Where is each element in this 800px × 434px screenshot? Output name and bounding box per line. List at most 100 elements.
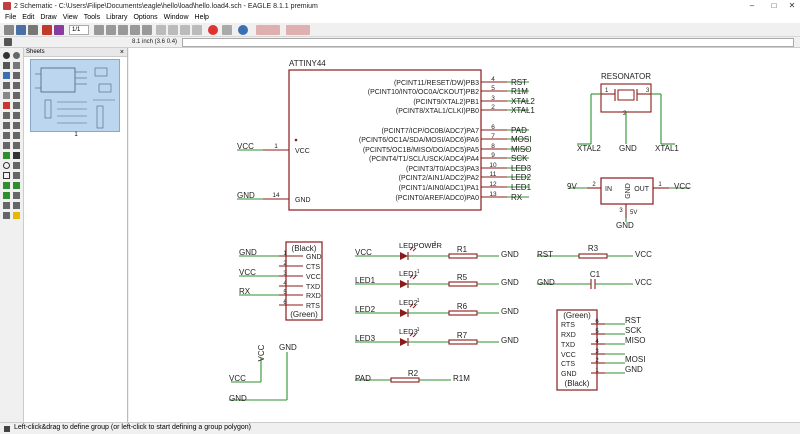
ftdi-pin-number: 5 xyxy=(283,290,287,296)
attiny-pin-label: GND xyxy=(295,197,311,204)
menu-file[interactable]: File xyxy=(5,14,17,21)
attribute-icon[interactable] xyxy=(3,202,10,209)
zoom-in-icon[interactable] xyxy=(106,25,116,35)
fusion-icon[interactable] xyxy=(286,25,310,35)
execute-icon[interactable] xyxy=(222,25,232,35)
ftdi-bottom-label: (Green) xyxy=(290,310,318,319)
zoom-select-icon[interactable] xyxy=(130,25,140,35)
wire-icon[interactable] xyxy=(3,152,10,159)
copy-icon[interactable] xyxy=(13,72,20,79)
vcc-symbol-label: VCC xyxy=(257,344,266,361)
info-icon[interactable] xyxy=(3,52,10,59)
smash-icon[interactable] xyxy=(3,132,10,139)
close-button[interactable]: ✕ xyxy=(788,1,796,10)
isp-top-label: (Green) xyxy=(563,311,591,320)
pinswap-icon[interactable] xyxy=(3,112,10,119)
minimize-button[interactable]: – xyxy=(749,1,755,10)
move-icon[interactable] xyxy=(3,72,10,79)
led-diode-symbol xyxy=(400,252,408,260)
sheets-close-button[interactable]: × xyxy=(119,49,124,56)
menu-help[interactable]: Help xyxy=(194,14,209,21)
net-label-rst: RST xyxy=(511,78,527,87)
name-icon[interactable] xyxy=(3,122,10,129)
attiny-pin-label: (PCINT8/XTAL1/CLKI)PB0 xyxy=(396,108,479,115)
attiny-pin-label: (PCINT3/T0/ADC3)PA3 xyxy=(406,166,479,173)
mirror-icon[interactable] xyxy=(3,82,10,89)
print-icon[interactable] xyxy=(28,25,38,35)
attiny-pin-label: (PCINT7/ICP/OC0B/ADC7)PA7 xyxy=(381,128,479,135)
net-label-gnd: GND xyxy=(501,278,519,287)
miter-icon[interactable] xyxy=(13,132,20,139)
help-icon[interactable] xyxy=(238,25,248,35)
show-icon[interactable] xyxy=(13,52,20,59)
ftdi-pin-label: RXD xyxy=(306,293,321,300)
circle-icon[interactable] xyxy=(3,162,10,169)
go-icon[interactable] xyxy=(192,25,202,35)
zoom-fit-icon[interactable] xyxy=(94,25,104,35)
attiny-pin-label: (PCINT2/AIN1/ADC2)PA2 xyxy=(399,175,479,182)
menu-view[interactable]: View xyxy=(62,14,78,21)
net-icon[interactable] xyxy=(13,182,20,189)
menu-tools[interactable]: Tools xyxy=(83,14,101,21)
cam-icon[interactable] xyxy=(54,25,64,35)
display-icon[interactable] xyxy=(3,62,10,69)
menu-window[interactable]: Window xyxy=(163,14,189,21)
board-icon[interactable] xyxy=(42,25,52,35)
menu-draw[interactable]: Draw xyxy=(40,14,57,21)
led-name: LED2 xyxy=(399,298,418,307)
menu-edit[interactable]: Edit xyxy=(22,14,35,21)
dimension-icon[interactable] xyxy=(13,202,20,209)
errors-icon[interactable] xyxy=(13,212,20,219)
grid-icon[interactable] xyxy=(4,38,12,46)
bus-icon[interactable] xyxy=(3,182,10,189)
isp-pin-number: 4 xyxy=(595,339,599,345)
add-icon[interactable] xyxy=(13,102,20,109)
rect-icon[interactable] xyxy=(3,172,10,179)
group-icon[interactable] xyxy=(3,92,10,99)
open-icon[interactable] xyxy=(4,25,14,35)
stop-icon[interactable] xyxy=(180,25,190,35)
net-label-r1m: R1M xyxy=(511,87,528,96)
arc-icon[interactable] xyxy=(13,162,20,169)
text-icon[interactable] xyxy=(13,152,20,159)
design-link-icon[interactable] xyxy=(256,25,280,35)
command-input[interactable] xyxy=(182,38,794,47)
delete-icon[interactable] xyxy=(3,102,10,109)
attiny-pin-label: (PCINT9/XTAL2)PB1 xyxy=(413,99,479,106)
undo-icon[interactable] xyxy=(156,25,166,35)
cancel-icon[interactable] xyxy=(208,25,218,35)
ftdi-top-label: (Black) xyxy=(292,244,317,253)
net-label-led2: LED2 xyxy=(355,305,376,314)
mark-icon[interactable] xyxy=(13,62,20,69)
rotate-icon[interactable] xyxy=(13,82,20,89)
redraw-icon[interactable] xyxy=(142,25,152,35)
regulator-pin-number: 1 xyxy=(658,182,662,188)
net-label-r1m: R1M xyxy=(453,374,470,383)
sheet-select[interactable]: 1/1 xyxy=(69,25,89,35)
sheet-thumbnail[interactable] xyxy=(30,59,120,132)
split-icon[interactable] xyxy=(3,142,10,149)
sheet-number: 1 xyxy=(74,132,78,138)
isp-pin-number: 1 xyxy=(595,368,599,374)
value-icon[interactable] xyxy=(13,122,20,129)
ftdi-pin-number: 3 xyxy=(283,271,287,277)
net-label-led1: LED1 xyxy=(511,183,532,192)
change-icon[interactable] xyxy=(13,92,20,99)
zoom-out-icon[interactable] xyxy=(118,25,128,35)
led-superscript: 1 xyxy=(417,269,420,275)
invoke-icon[interactable] xyxy=(13,142,20,149)
junction-icon[interactable] xyxy=(3,192,10,199)
label-icon[interactable] xyxy=(13,192,20,199)
redo-icon[interactable] xyxy=(168,25,178,35)
net-label-vcc: VCC xyxy=(635,278,652,287)
net-label-mosi: MOSI xyxy=(511,135,531,144)
menu-options[interactable]: Options xyxy=(133,14,158,21)
polygon-icon[interactable] xyxy=(13,172,20,179)
erc-icon[interactable] xyxy=(3,212,10,219)
replace-icon[interactable] xyxy=(13,112,20,119)
attiny-pin-number: 9 xyxy=(491,152,495,159)
maximize-button[interactable]: □ xyxy=(771,1,777,10)
save-icon[interactable] xyxy=(16,25,26,35)
menu-library[interactable]: Library xyxy=(106,14,128,21)
